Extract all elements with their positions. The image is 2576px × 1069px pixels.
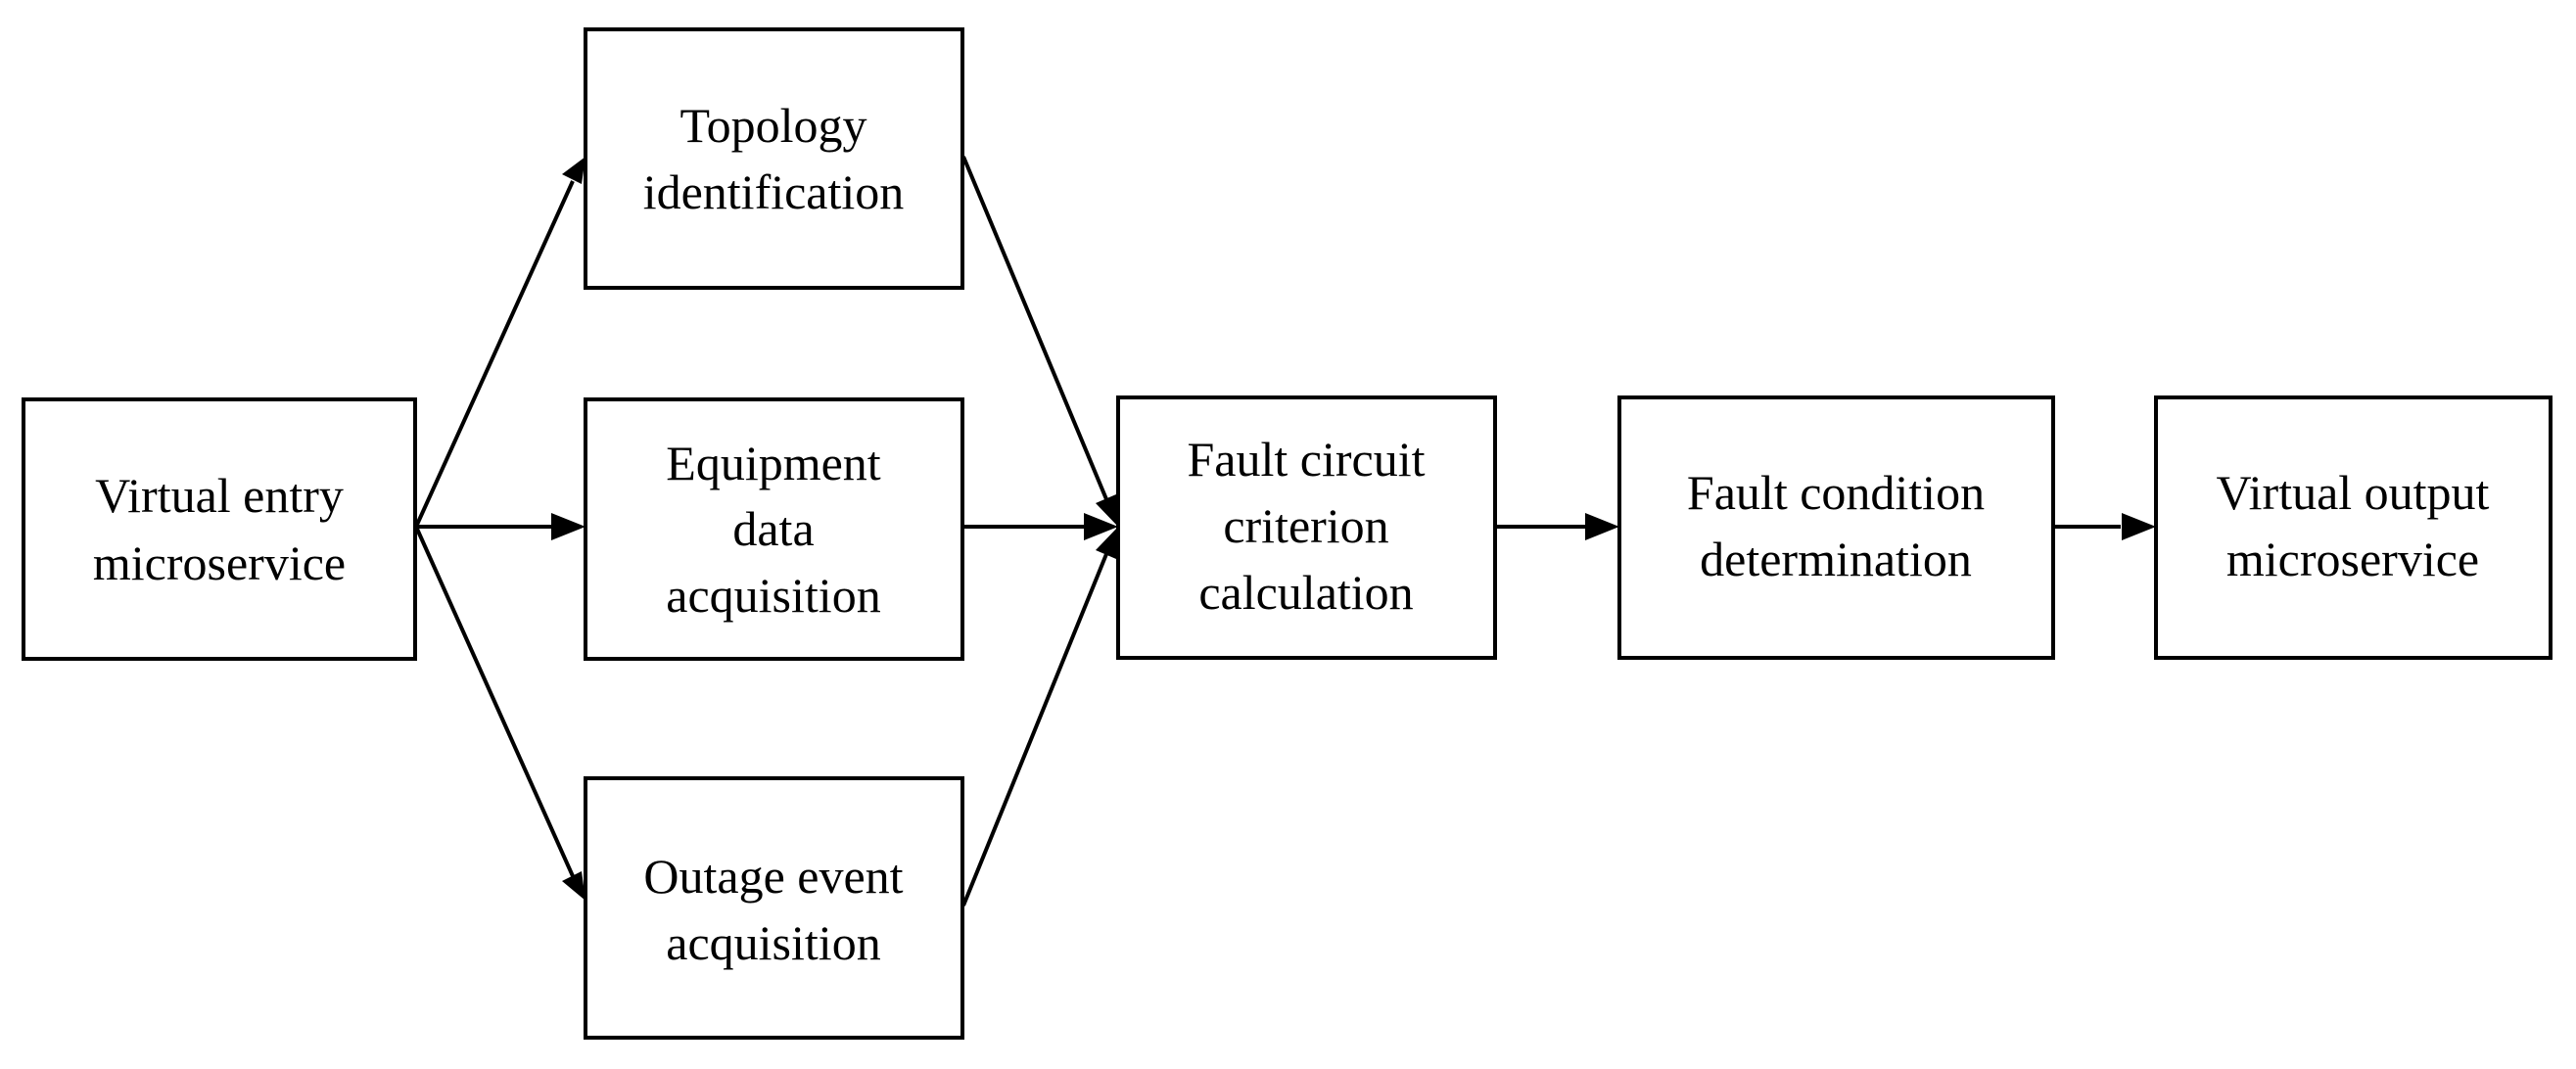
node-virtual-entry-line-2: microservice <box>93 535 346 590</box>
node-virtual-entry-line-1: Virtual entry <box>95 468 344 523</box>
arrowhead-entry-to-outage <box>562 871 585 901</box>
node-fault-criterion-line-3: calculation <box>1198 565 1413 620</box>
node-equipment-line-3: acquisition <box>666 568 880 623</box>
node-fault-criterion-line-2: criterion <box>1223 498 1388 553</box>
node-equipment-data-acquisition: Equipment data acquisition <box>584 397 964 661</box>
node-virtual-output-microservice: Virtual output microservice <box>2154 395 2553 660</box>
arrowhead-condition-to-output <box>2122 513 2156 540</box>
node-topology-line-1: Topology <box>680 98 867 153</box>
node-outage-event-acquisition: Outage event acquisition <box>584 776 964 1040</box>
node-fault-condition-line-2: determination <box>1700 532 1972 586</box>
arrowhead-topology-to-criterion <box>1096 494 1118 527</box>
arrowhead-equipment-to-criterion <box>1084 513 1118 540</box>
arrowhead-criterion-to-condition <box>1585 513 1619 540</box>
node-equipment-line-1: Equipment <box>666 436 881 490</box>
node-fault-condition-line-1: Fault condition <box>1687 465 1985 520</box>
arrowhead-entry-to-equipment <box>551 513 585 540</box>
node-outage-line-2: acquisition <box>666 915 880 970</box>
node-virtual-output-line-1: Virtual output <box>2217 465 2490 520</box>
arrowhead-entry-to-topology <box>562 157 585 184</box>
edge-entry-to-topology <box>414 180 575 528</box>
node-fault-condition-determination: Fault condition determination <box>1617 395 2055 660</box>
node-topology-line-2: identification <box>643 164 905 219</box>
node-equipment-line-2: data <box>732 501 814 556</box>
arrowhead-outage-to-criterion <box>1096 527 1118 559</box>
edges-layer <box>414 156 2156 906</box>
node-virtual-entry-microservice: Virtual entry microservice <box>22 397 417 661</box>
edge-outage-to-criterion <box>961 553 1108 906</box>
node-fault-criterion-line-1: Fault circuit <box>1188 432 1426 487</box>
node-outage-line-1: Outage event <box>643 849 903 904</box>
node-topology-identification: Topology identification <box>584 27 964 290</box>
edge-entry-to-outage <box>414 526 575 877</box>
node-virtual-output-line-2: microservice <box>2226 532 2479 586</box>
edge-topology-to-criterion <box>961 156 1108 500</box>
node-fault-circuit-criterion-calculation: Fault circuit criterion calculation <box>1116 395 1497 660</box>
